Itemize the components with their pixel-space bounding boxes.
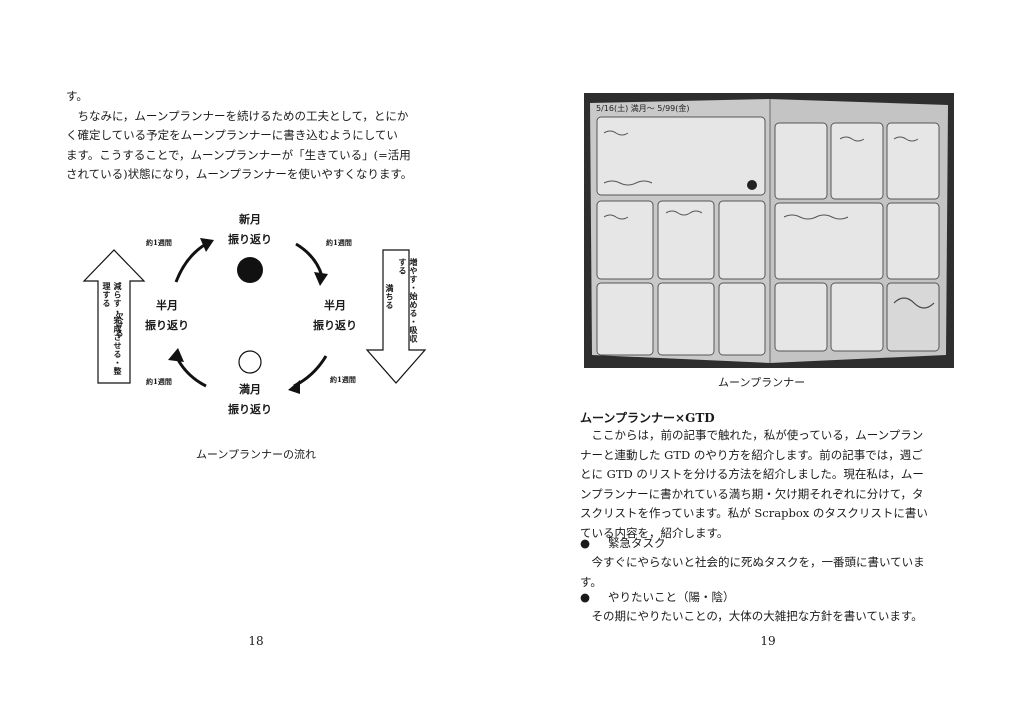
bullet-urgent-body: 今すぐにやらないと社会的に死ぬタスクを，一番頭に書いていま す。 <box>580 553 970 592</box>
text-line: く確定している予定をムーンプランナーに書き込むようにしてい <box>66 128 398 142</box>
section-title: ムーンプランナー×GTD <box>580 411 715 425</box>
full-moon-icon <box>238 350 262 374</box>
week-label-bottom-right: 約1週間 <box>330 375 356 384</box>
arrow-top-right <box>295 242 324 277</box>
page-number: 18 <box>248 634 264 648</box>
bullet-icon: ● <box>580 536 591 550</box>
wane-label: 欠ける <box>115 312 125 338</box>
half-moon-left-label: 半月 振り返り <box>140 296 194 336</box>
half-moon-right-label: 半月 振り返り <box>308 296 362 336</box>
label-bottom: 振り返り <box>145 319 189 332</box>
photo-header: 5/16(土) 満月～ 5/99(金) <box>596 103 690 113</box>
label-top: 満月 <box>239 383 261 396</box>
arrow-top-left <box>174 242 207 283</box>
full-moon-label: 満月 振り返り <box>226 380 274 420</box>
planner-illustration: 5/16(土) 満月～ 5/99(金) <box>584 93 954 368</box>
label-top: 半月 <box>156 299 178 312</box>
moon-planner-photo: 5/16(土) 満月～ 5/99(金) <box>584 93 954 368</box>
text-line: スクリストを作っています。私が Scrapbox のタスクリストに書い <box>580 506 928 520</box>
cycle-arrows <box>82 238 427 394</box>
bullet-icon: ● <box>580 590 591 604</box>
wax-label-text: 満ちる <box>384 284 395 334</box>
wane-actions-text: 減らす・完成させる・整理する <box>101 282 123 382</box>
label-bottom: 振り返り <box>228 233 272 246</box>
text-line: す。 <box>580 574 602 589</box>
text-line: ここからは，前の記事で触れた，私が使っている，ムーンプラン <box>580 428 924 442</box>
text-line: ナーと連動した GTD のやり方を紹介します。前の記事では，週ご <box>580 447 923 462</box>
text-line: その期にやりたいことの，大体の大雑把な方針を書いています。 <box>580 609 923 623</box>
label-top: 新月 <box>239 213 261 226</box>
text-line: ます。こうすることで，ムーンプランナーが「生きている」(=活用 <box>66 147 411 162</box>
text-line: ている内容を，紹介します。 <box>580 525 729 540</box>
bullet-wants-body: その期にやりたいことの，大体の大雑把な方針を書いています。 <box>580 607 970 627</box>
text-line: 今すぐにやらないと社会的に死ぬタスクを，一番頭に書いていま <box>580 555 925 569</box>
left-page: す。 ちなみに，ムーンプランナーを続けるための工夫として，とにか く確定している… <box>0 87 512 648</box>
left-paragraph: す。 ちなみに，ムーンプランナーを続けるための工夫として，とにか く確定している… <box>66 87 456 185</box>
text-line: ンプランナーに書かれている満ち期・欠け期それぞれに分けて，タ <box>580 486 924 501</box>
week-label-top-left: 約1週間 <box>146 238 172 247</box>
wane-arrow <box>82 249 146 384</box>
text-line: されている)状態になり，ムーンプランナーを使いやすくなります。 <box>66 167 413 181</box>
right-paragraph: ここからは，前の記事で触れた，私が使っている，ムーンプラン ナーと連動した GT… <box>580 426 970 543</box>
text-line: ちなみに，ムーンプランナーを続けるための工夫として，とにか <box>66 108 409 123</box>
text-line: とに GTD のリストを分ける方法を紹介しました。現在私は，ムー <box>580 467 924 481</box>
wax-actions-text: 増やす・始める・吸収する <box>397 258 419 348</box>
bullet-label: やりたいこと（陽・陰） <box>608 590 735 604</box>
label-bottom: 振り返り <box>228 403 272 416</box>
bullet-label: 緊急タスク <box>608 536 666 550</box>
new-moon-icon <box>237 257 263 283</box>
photo-caption: ムーンプランナー <box>718 376 806 389</box>
diagram-caption: ムーンプランナーの流れ <box>195 448 317 461</box>
wane-actions: 減らす・完成させる・整理する <box>102 282 123 376</box>
week-label-top-right: 約1週間 <box>326 238 352 247</box>
page-number: 19 <box>760 634 776 648</box>
wax-arrow <box>365 249 427 384</box>
wane-label-text: 欠ける <box>114 312 125 372</box>
text-line: す。 <box>66 89 88 103</box>
label-bottom: 振り返り <box>313 319 357 332</box>
label-top: 半月 <box>324 299 346 312</box>
week-label-bottom-left: 約1週間 <box>146 377 172 386</box>
wax-label: 満ちる <box>385 284 395 310</box>
bullet-wants: ● やりたいこと（陽・陰） <box>580 588 735 608</box>
wax-actions: 増やす・始める・吸収する <box>398 258 419 343</box>
new-moon-label: 新月 振り返り <box>226 210 274 250</box>
moon-cycle-diagram: 新月 振り返り 半月 振り返り 半月 振り返り 満月 振り返り 約1週間 約1週… <box>0 200 512 460</box>
bullet-urgent: ● 緊急タスク <box>580 534 666 554</box>
